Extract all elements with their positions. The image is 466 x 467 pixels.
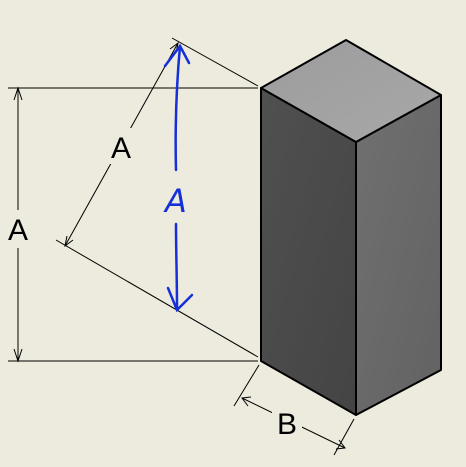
handwritten-line-lower <box>174 222 179 310</box>
extension-line-right <box>333 418 355 456</box>
label-mask <box>272 402 302 438</box>
handwritten-dimension-label: A <box>163 182 187 220</box>
prism-top-face <box>260 39 442 143</box>
width-dimension-label: B <box>277 408 297 441</box>
vertical-dimension-label: A <box>8 214 28 247</box>
aligned-dimension <box>55 37 259 358</box>
label-mask <box>4 210 32 248</box>
prism <box>260 39 442 416</box>
arrowhead-left <box>241 396 252 407</box>
handwritten-arrowhead-top <box>163 43 191 68</box>
label-mask <box>104 128 136 164</box>
prism-left-face <box>260 87 357 416</box>
extension-line-lower <box>55 239 259 358</box>
arrowhead-right <box>335 439 346 450</box>
handwritten-line-upper <box>174 44 182 172</box>
arrowhead-top <box>13 86 23 101</box>
prism-right-face <box>355 94 442 416</box>
arrowhead-lower <box>64 235 74 248</box>
arrowhead-bottom <box>13 348 23 363</box>
extension-line-upper <box>171 37 259 87</box>
aligned-dimension-label: A <box>111 132 131 165</box>
extension-line-left <box>233 364 260 407</box>
handwritten-annotation <box>163 43 194 313</box>
handwritten-arrowhead-bottom <box>166 286 194 313</box>
